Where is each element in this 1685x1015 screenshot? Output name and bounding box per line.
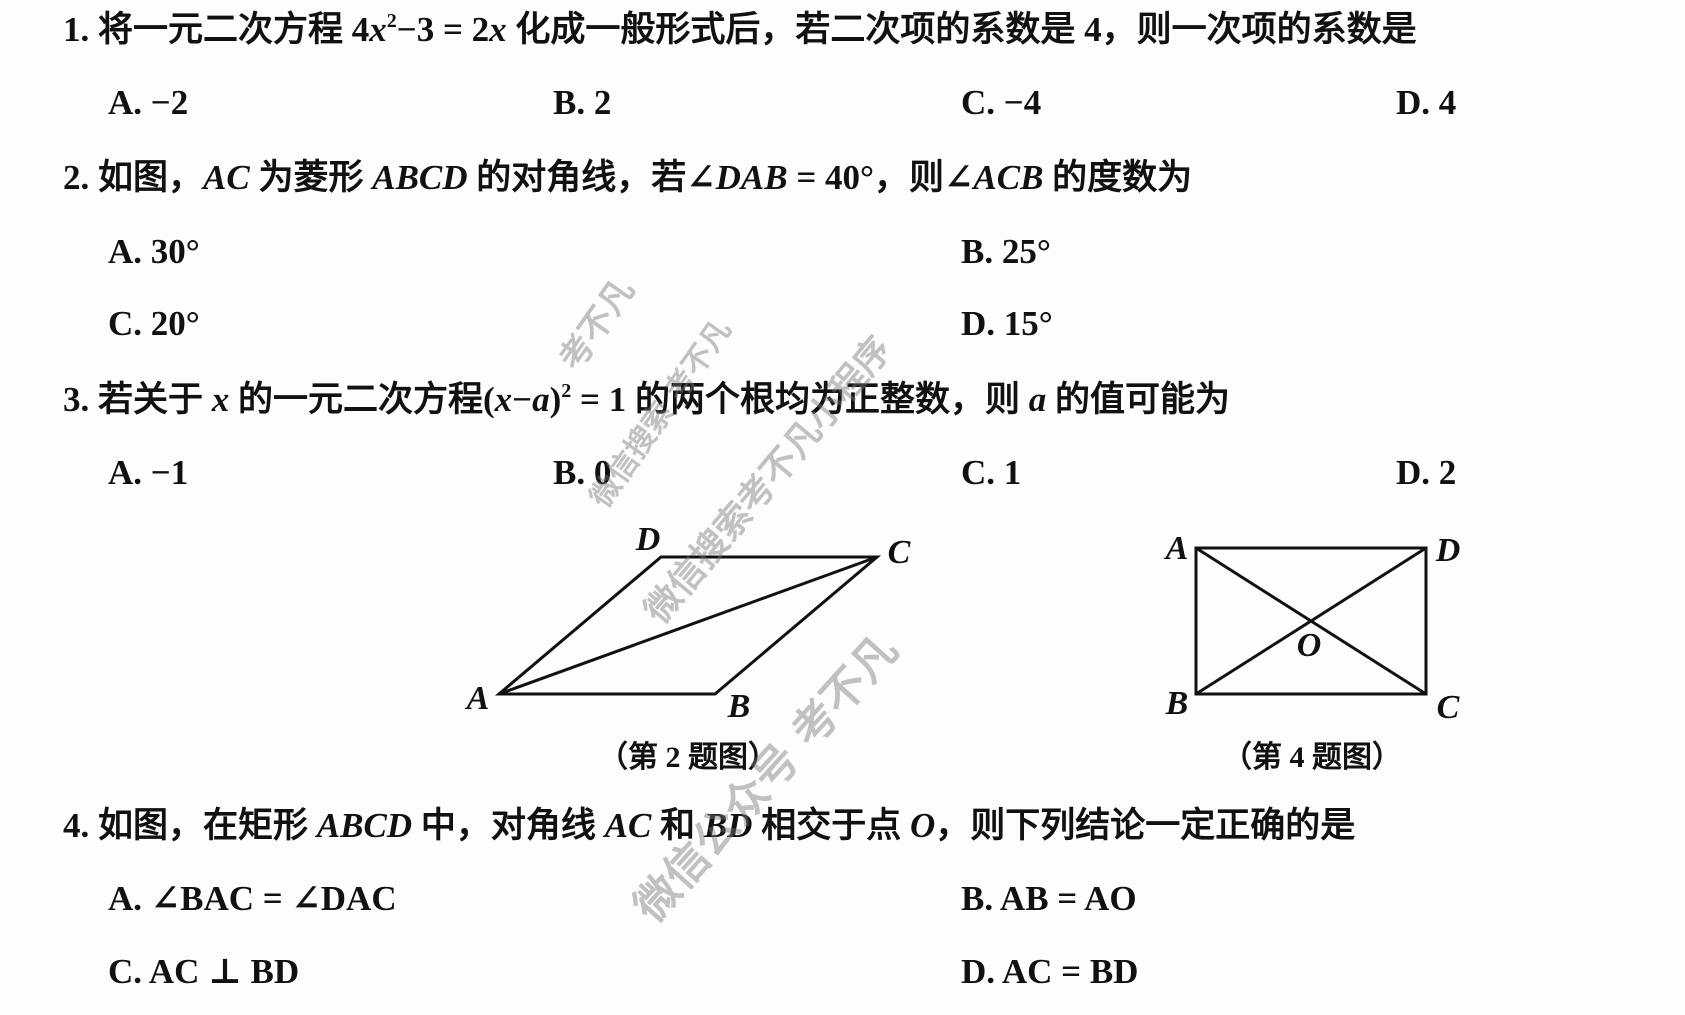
question-4-stem: 4. 如图，在矩形 ABCD 中，对角线 AC 和 BD 相交于点 O，则下列结… xyxy=(63,806,1355,846)
stem-text: 的值可能为 xyxy=(1046,380,1230,419)
math-variable: a xyxy=(532,380,550,419)
stem-text: 和 xyxy=(651,806,704,845)
question-1-option-c: C. −4 xyxy=(961,83,1042,122)
superscript: 2 xyxy=(386,10,397,32)
question-2-option-a: A. 30° xyxy=(108,232,200,271)
stem-text: − xyxy=(512,380,533,419)
question-3-option-b: B. 0 xyxy=(553,453,612,492)
label-a: A xyxy=(1165,530,1189,567)
stem-text: 为菱形 xyxy=(249,158,373,197)
stem-text: = 1 的两个根均为正整数，则 xyxy=(571,380,1029,419)
label-a: A xyxy=(466,680,490,717)
stem-text: 的度数为 xyxy=(1043,158,1193,197)
math-variable: x xyxy=(489,10,507,49)
stem-text: 的对角线，若∠ xyxy=(467,158,716,197)
question-1-option-d: D. 4 xyxy=(1396,83,1457,122)
label-o: O xyxy=(1296,627,1322,664)
label-b: B xyxy=(727,688,751,725)
stem-text: = 40°，则∠ xyxy=(787,158,974,197)
question-1-stem: 1. 将一元二次方程 4x2−3 = 2x 化成一般形式后，若二次项的系数是 4… xyxy=(63,10,1417,50)
question-1-option-a: A. −2 xyxy=(108,83,189,122)
question-2-stem: 2. 如图，AC 为菱形 ABCD 的对角线，若∠DAB = 40°，则∠ACB… xyxy=(63,158,1192,198)
math-variable: x xyxy=(369,10,387,49)
stem-text: 4. 如图，在矩形 xyxy=(63,806,317,845)
question-3-option-d: D. 2 xyxy=(1396,453,1457,492)
stem-text: 2. 如图， xyxy=(63,158,204,197)
label-d: D xyxy=(635,521,661,558)
stem-text: −3 = 2 xyxy=(396,10,490,49)
stem-text: ，则下列结论一定正确的是 xyxy=(935,806,1356,845)
question-2-option-b: B. 25° xyxy=(961,232,1051,271)
superscript: 2 xyxy=(561,380,572,402)
question-4-option-a: A. ∠BAC = ∠DAC xyxy=(108,879,397,918)
rectangle-figure xyxy=(1194,546,1428,696)
math-variable: AC xyxy=(203,158,250,197)
label-c: C xyxy=(1436,689,1460,726)
stem-text: 中，对角线 xyxy=(412,806,605,845)
question-4-option-c: C. AC ⊥ BD xyxy=(108,952,300,991)
question-2-option-d: D. 15° xyxy=(961,304,1053,343)
question-3-option-a: A. −1 xyxy=(108,453,189,492)
diagonal-ac xyxy=(498,555,878,696)
stem-text: 相交于点 xyxy=(752,806,910,845)
stem-text: ) xyxy=(549,380,562,419)
figure4-caption: （第 4 题图） xyxy=(1222,741,1402,774)
math-variable: BD xyxy=(703,806,753,845)
math-variable: ABCD xyxy=(316,806,413,845)
stem-text: 的一元二次方程( xyxy=(229,380,495,419)
diagonal-bd-rect xyxy=(1195,546,1427,696)
question-4-option-b: B. AB = AO xyxy=(961,879,1137,918)
math-variable: ACB xyxy=(973,158,1044,197)
math-variable: DAB xyxy=(715,158,788,197)
label-c: C xyxy=(887,534,911,571)
stem-text: 化成一般形式后，若二次项的系数是 4，则一次项的系数是 xyxy=(506,10,1417,49)
math-variable: O xyxy=(909,806,936,845)
question-3-stem: 3. 若关于 x 的一元二次方程(x−a)2 = 1 的两个根均为正整数，则 a… xyxy=(63,380,1230,420)
math-variable: ABCD xyxy=(372,158,468,197)
rhombus-figure xyxy=(494,555,882,696)
question-3-option-c: C. 1 xyxy=(961,453,1022,492)
rectangle-abcd xyxy=(1194,546,1428,696)
figure2-caption: （第 2 题图） xyxy=(598,741,778,774)
question-4-option-d: D. AC = BD xyxy=(961,952,1139,991)
stem-text: 3. 若关于 xyxy=(63,380,212,419)
math-variable: x xyxy=(211,380,230,419)
question-1-option-b: B. 2 xyxy=(553,83,612,122)
math-variable: a xyxy=(1028,380,1047,419)
math-variable: x xyxy=(494,380,513,419)
label-d: D xyxy=(1435,532,1461,569)
math-variable: AC xyxy=(604,806,652,845)
question-2-option-c: C. 20° xyxy=(108,304,200,343)
label-b: B xyxy=(1165,685,1189,722)
stem-text: 1. 将一元二次方程 4 xyxy=(63,10,370,49)
